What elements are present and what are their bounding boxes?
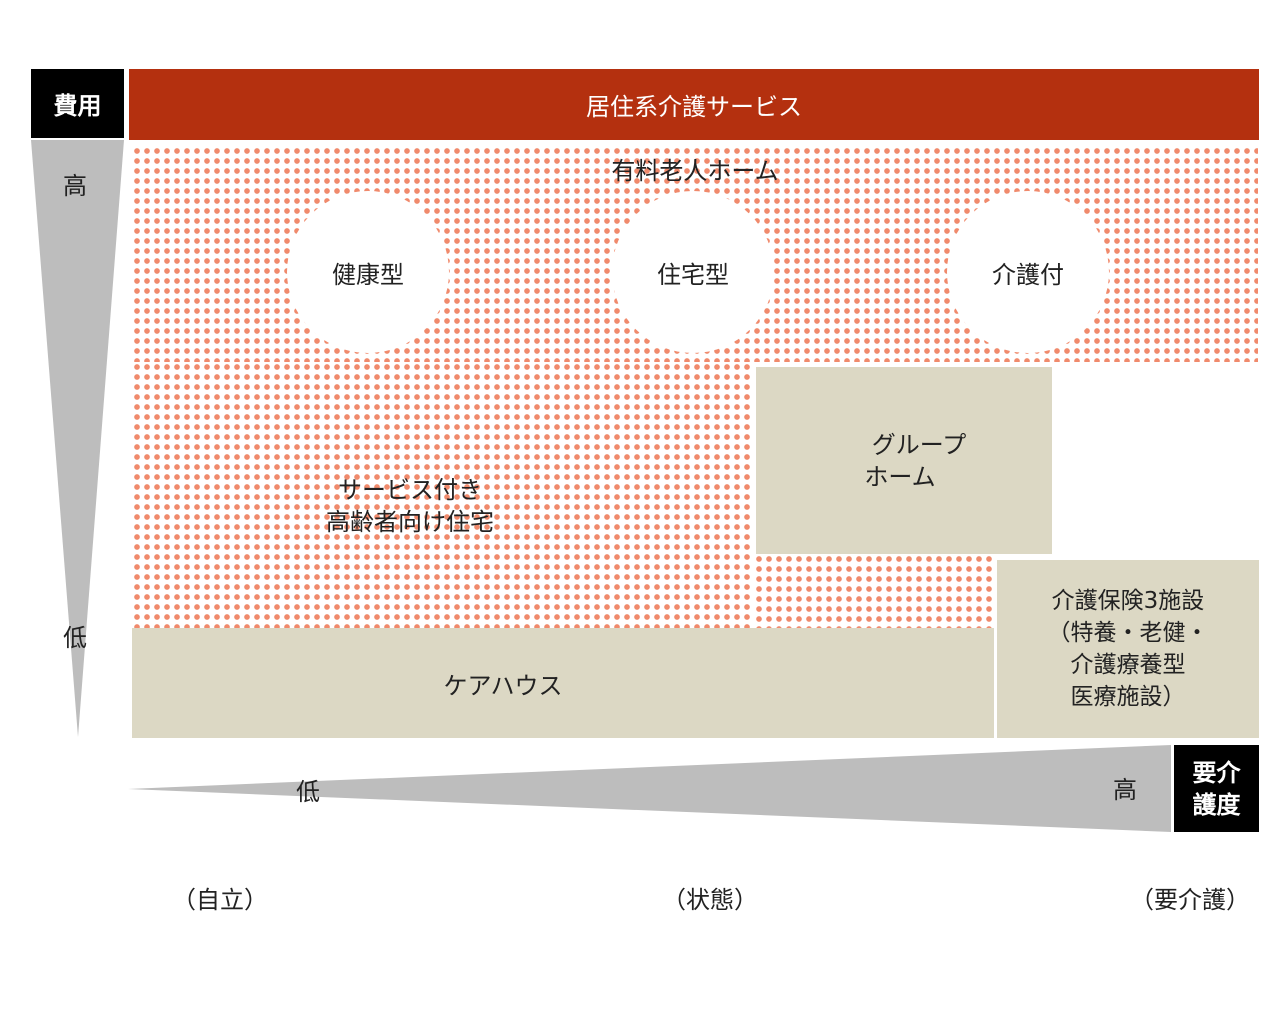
residential-type-circle: 住宅型	[612, 191, 774, 353]
state-label: （状態）	[662, 886, 758, 914]
care-house-box: ケアハウス	[132, 628, 994, 738]
paid-home-title: 有料老人ホーム	[611, 156, 779, 185]
service-housing-area	[132, 362, 754, 628]
group-home-line1: グループ	[871, 430, 967, 459]
needs-care-label: （要介護）	[1130, 886, 1250, 914]
residential-care-banner: 居住系介護サービス	[129, 69, 1259, 140]
insurance-facilities-line4: 医療施設）	[1070, 684, 1186, 710]
cost-high-label: 高	[63, 172, 87, 200]
insurance-facilities-box: 介護保険3施設 （特養・老健・ 介護療養型 医療施設）	[997, 560, 1259, 738]
service-housing-line1: サービス付き	[338, 476, 482, 504]
insurance-facilities-line3: 介護療養型	[1070, 652, 1186, 678]
service-housing-area-extension	[754, 554, 996, 628]
care-level-line2: 護度	[1192, 790, 1241, 819]
healthy-type-circle: 健康型	[287, 191, 449, 353]
insurance-facilities-line1: 介護保険3施設	[1051, 588, 1205, 614]
group-home-box: グループ ホーム	[756, 367, 1052, 554]
healthy-type-label: 健康型	[332, 260, 404, 289]
service-housing-label: サービス付き 高齢者向け住宅	[280, 474, 540, 540]
cost-axis-label: 費用	[31, 69, 124, 138]
care-level-line1: 要介	[1192, 758, 1241, 787]
care-high-label: 高	[1113, 776, 1137, 804]
care-house-label: ケアハウス	[443, 671, 563, 700]
care-axis-triangle	[128, 745, 1171, 832]
service-housing-line2: 高齢者向け住宅	[326, 508, 494, 536]
care-low-label: 低	[296, 778, 320, 806]
residential-type-label: 住宅型	[657, 260, 729, 289]
group-home-line2: ホーム	[864, 462, 936, 491]
cost-low-label: 低	[63, 624, 87, 652]
cost-axis-triangle	[31, 140, 124, 737]
care-type-label: 介護付	[992, 260, 1064, 289]
insurance-facilities-line2: （特養・老健・	[1047, 620, 1209, 646]
care-type-circle: 介護付	[947, 191, 1109, 353]
care-level-label: 要介 護度	[1174, 745, 1259, 832]
independent-label: （自立）	[172, 886, 268, 914]
